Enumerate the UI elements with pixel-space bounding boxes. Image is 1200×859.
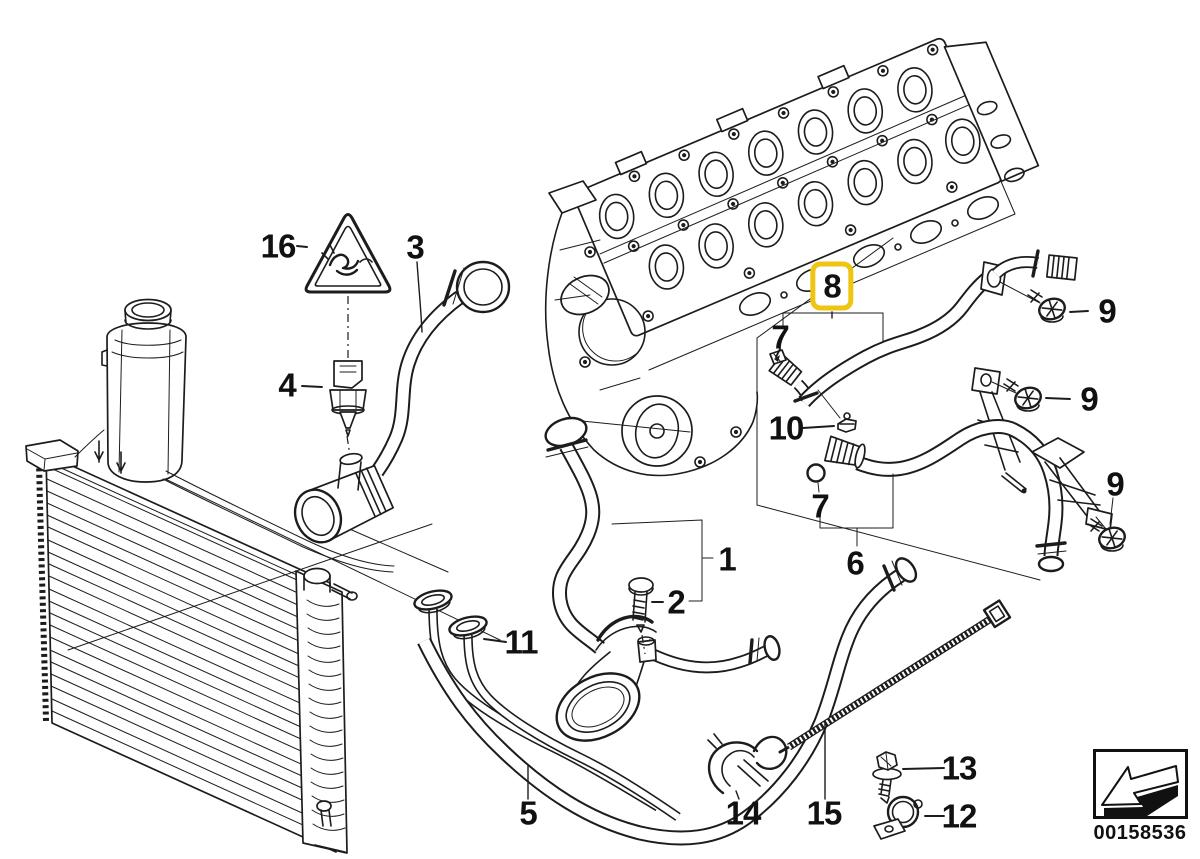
pipe-clamp-12	[873, 795, 923, 840]
engine-cylinder-head	[544, 37, 1041, 581]
temperature-sensor	[329, 296, 367, 457]
back-arrow-icon	[1101, 765, 1179, 816]
hose-clip-14	[707, 733, 788, 795]
hose-1-assembly	[544, 416, 781, 742]
hose-5	[417, 557, 918, 846]
screw-13	[872, 751, 902, 804]
hose-6-assembly	[806, 288, 1129, 573]
back-arrow-box[interactable]	[1093, 749, 1188, 819]
warning-triangle-icon	[304, 213, 392, 294]
radiator	[25, 439, 501, 854]
hose-3	[293, 260, 511, 544]
hose-8-assembly	[768, 249, 1078, 433]
part-number: 00158536	[1093, 822, 1187, 844]
callout-leader-lines	[296, 245, 1114, 817]
cable-tie-15	[778, 599, 1012, 754]
expansion-tank	[74, 298, 395, 573]
